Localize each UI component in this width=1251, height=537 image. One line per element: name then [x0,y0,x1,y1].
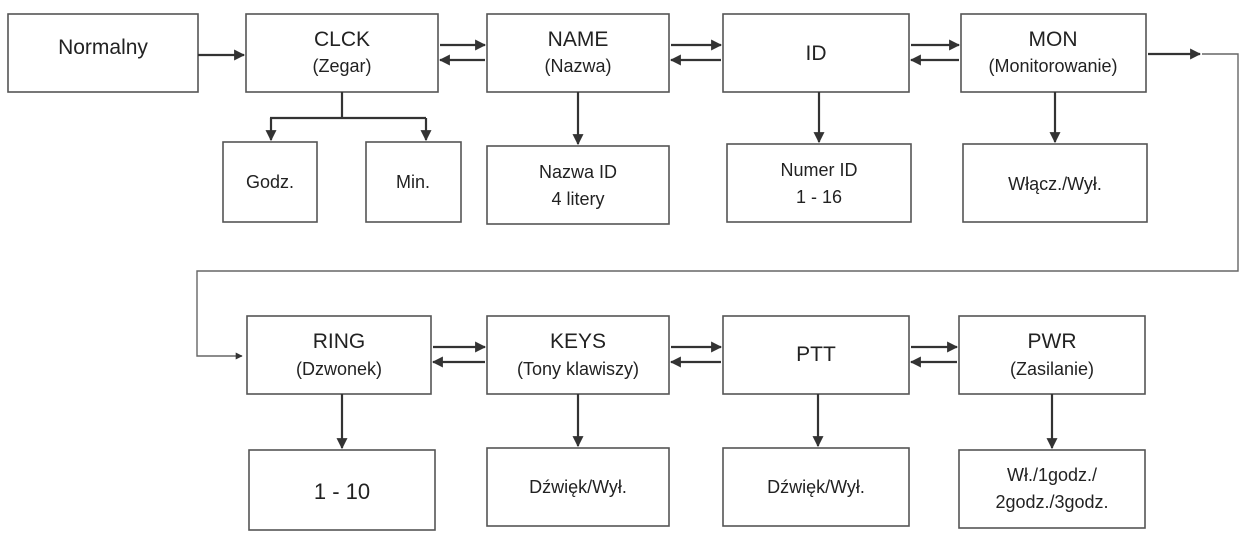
pwr-subtitle: (Zasilanie) [1010,359,1094,379]
name-subtitle: (Nazwa) [544,56,611,76]
ring-box: RING (Dzwonek) [246,315,432,395]
id-sub-box: Numer ID 1 - 16 [726,143,912,223]
keys-title: KEYS [550,330,606,353]
pwr-title: PWR [1028,330,1077,353]
ring-title: RING [313,330,366,353]
mon-title: MON [1029,28,1078,51]
mon-subtitle: (Monitorowanie) [988,56,1117,76]
min-box: Min. [365,141,462,223]
ring-sub-label: 1 - 10 [314,479,370,504]
godz-label: Godz. [246,172,294,192]
keys-subtitle: (Tony klawiszy) [517,359,639,379]
name-sub-box: Nazwa ID 4 litery [486,145,670,225]
clck-branch [265,92,432,142]
min-label: Min. [396,172,430,192]
id-title: ID [806,42,827,65]
godz-box: Godz. [222,141,318,223]
keys-sub-box: Dźwięk/Wył. [486,447,670,527]
normal-label: Normalny [58,36,148,59]
ptt-sub-label: Dźwięk/Wył. [767,477,865,497]
pwr-sub-line2: 2godz./3godz. [995,492,1108,512]
ptt-sub-box: Dźwięk/Wył. [722,447,910,527]
id-sub-line1: Numer ID [780,160,857,180]
mon-box: MON (Monitorowanie) [960,13,1147,93]
keys-box: KEYS (Tony klawiszy) [486,315,670,395]
pwr-sub-box: Wł./1godz./ 2godz./3godz. [958,449,1146,529]
name-sub-line1: Nazwa ID [539,162,617,182]
name-title: NAME [548,28,609,51]
mon-sub-label: Włącz./Wył. [1008,174,1102,194]
clck-box: CLCK (Zegar) [245,13,439,93]
wrap-route-line [196,53,1239,360]
ptt-box: PTT [722,315,910,395]
name-sub-line2: 4 litery [551,189,604,209]
mon-sub-box: Włącz./Wył. [962,143,1148,223]
ring-subtitle: (Dzwonek) [296,359,382,379]
ptt-title: PTT [796,343,836,366]
clck-subtitle: (Zegar) [312,56,371,76]
keys-sub-label: Dźwięk/Wył. [529,477,627,497]
ring-sub-box: 1 - 10 [248,449,436,531]
pwr-box: PWR (Zasilanie) [958,315,1146,395]
clck-title: CLCK [314,28,370,51]
name-box: NAME (Nazwa) [486,13,670,93]
id-box: ID [722,13,910,93]
pwr-sub-line1: Wł./1godz./ [1007,465,1097,485]
normal-box: Normalny [7,13,199,93]
id-sub-line2: 1 - 16 [796,187,842,207]
